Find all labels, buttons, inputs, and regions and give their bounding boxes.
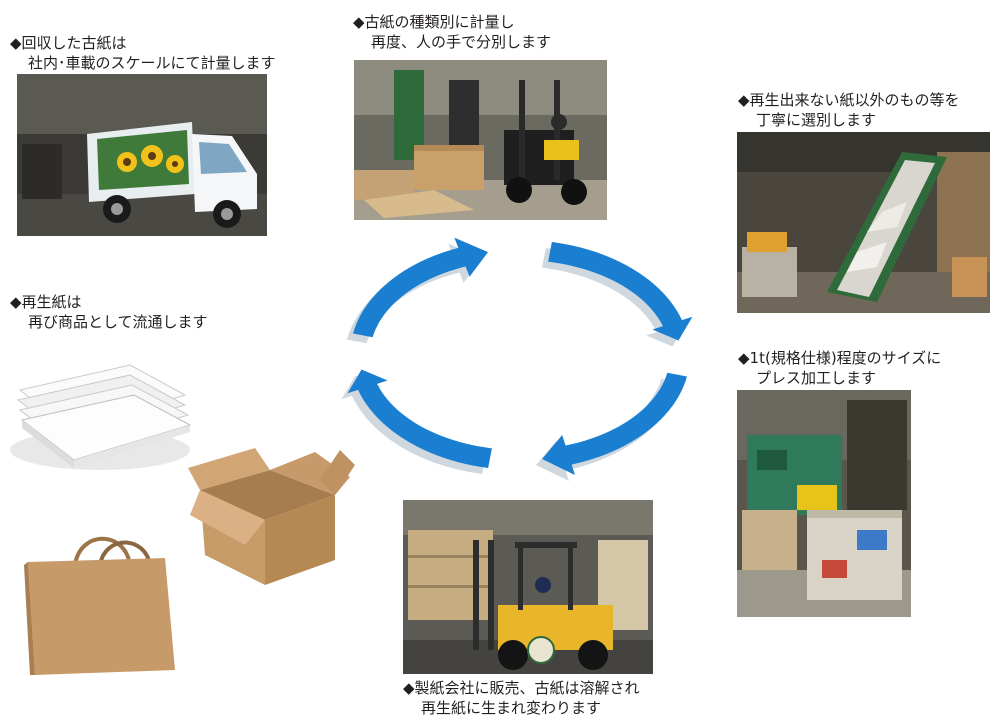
arrow-bottom-left — [347, 369, 492, 468]
paper-products-photo — [0, 340, 370, 700]
caption-weigh-line1: ◆古紙の種類別に計量し — [353, 13, 515, 31]
recycle-cycle-arrows — [341, 237, 693, 482]
caption-recycled-line1: ◆再生紙は — [10, 293, 82, 311]
arrow-top-left — [353, 237, 489, 338]
arrow-top-right-shadow — [542, 248, 687, 347]
conveyor-sorting-photo — [737, 132, 990, 313]
collection-truck-photo — [17, 74, 267, 236]
caption-press-line2: プレス加工します — [756, 369, 877, 387]
caption-recycled: ◆再生紙は 再び商品として流通します — [10, 292, 208, 332]
arrow-top-right — [548, 242, 693, 341]
arrow-bottom-right — [542, 372, 687, 476]
caption-select: ◆再生出来ない紙以外のもの等を 丁寧に選別します — [738, 90, 960, 130]
caption-select-line2: 丁寧に選別します — [756, 111, 877, 129]
caption-select-line1: ◆再生出来ない紙以外のもの等を — [738, 91, 960, 109]
caption-collect-line1: ◆回収した古紙は — [10, 34, 127, 52]
caption-sell: ◆製紙会社に販売、古紙は溶解され 再生紙に生まれ変わります — [403, 678, 640, 718]
caption-weigh-line2: 再度、人の手で分別します — [371, 33, 552, 51]
baling-press-photo — [737, 390, 911, 617]
caption-collect: ◆回収した古紙は 社内･車載のスケールにて計量します — [10, 33, 276, 73]
caption-recycled-line2: 再び商品として流通します — [28, 313, 208, 331]
caption-collect-line2: 社内･車載のスケールにて計量します — [28, 54, 276, 72]
forklift-loading-photo — [403, 500, 653, 674]
caption-press: ◆1t(規格仕様)程度のサイズに プレス加工します — [738, 348, 941, 388]
caption-weigh: ◆古紙の種類別に計量し 再度、人の手で分別します — [353, 12, 551, 52]
forklift-sorting-photo — [354, 60, 607, 220]
caption-sell-line2: 再生紙に生まれ変わります — [421, 699, 602, 717]
caption-press-line1: ◆1t(規格仕様)程度のサイズに — [738, 349, 942, 367]
caption-sell-line1: ◆製紙会社に販売、古紙は溶解され — [403, 679, 640, 697]
